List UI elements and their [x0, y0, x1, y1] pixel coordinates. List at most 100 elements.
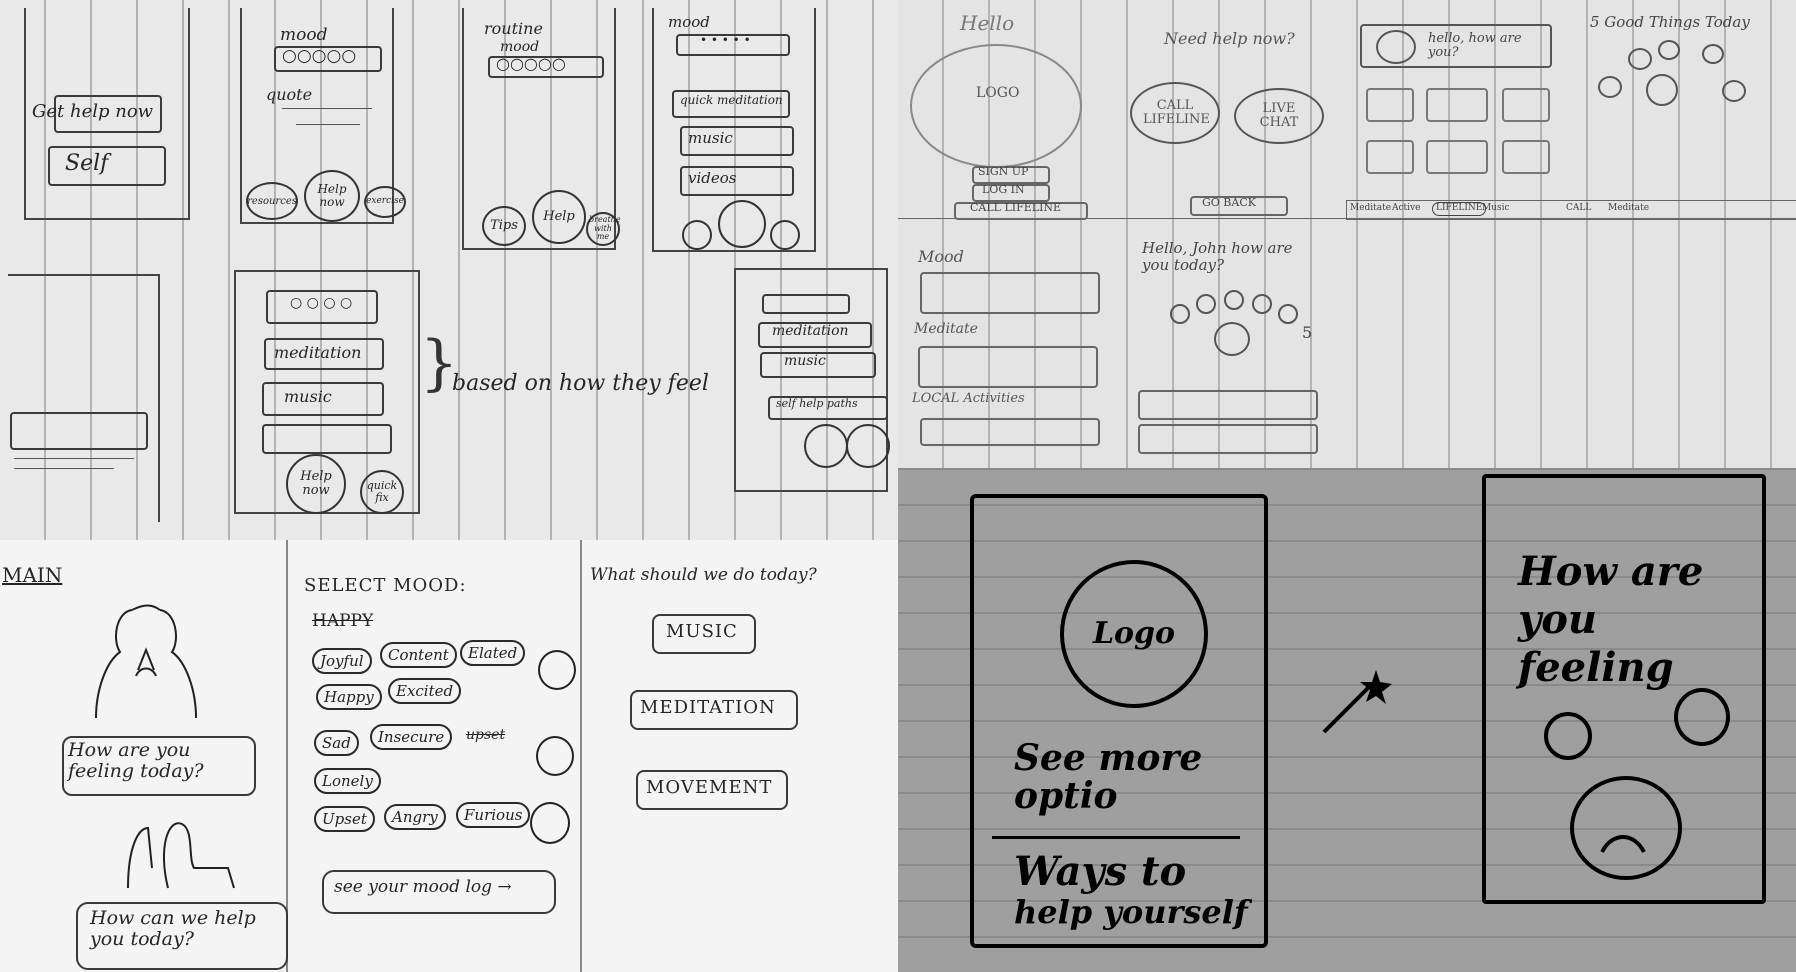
exercise-button[interactable]: exercise	[364, 186, 406, 218]
thought-bubble	[1722, 80, 1746, 102]
nav-circle-right[interactable]	[770, 220, 800, 250]
meditate-field[interactable]	[918, 346, 1098, 388]
happy-face-icon[interactable]	[1544, 712, 1592, 760]
tips-button[interactable]: Tips	[482, 206, 526, 246]
go-back-button[interactable]	[1190, 196, 1288, 216]
tile[interactable]	[1366, 88, 1414, 122]
local-activities-field[interactable]	[920, 418, 1100, 446]
sign-up-button[interactable]	[972, 166, 1050, 184]
tile[interactable]	[1502, 140, 1550, 174]
nav-circle-right[interactable]	[846, 424, 890, 468]
mood-bubble[interactable]	[1196, 294, 1216, 314]
nav-music[interactable]: Music	[1482, 203, 1510, 213]
help-button[interactable]: Help	[532, 190, 586, 244]
call-lifeline-circle[interactable]: CALL LIFELINE	[1130, 82, 1220, 144]
nav-meditate-2[interactable]: Meditate	[1608, 203, 1650, 213]
mood-log-button[interactable]	[322, 870, 556, 914]
quick-fix-button[interactable]: quick fix	[360, 470, 404, 514]
neutral-face-icon[interactable]	[1674, 688, 1730, 746]
greeting-card	[1360, 24, 1552, 68]
extra-button[interactable]	[262, 424, 392, 454]
local-activities-label: LOCAL Activities	[912, 391, 1025, 406]
nav-meditate[interactable]: Meditate	[1350, 203, 1392, 213]
mood-field[interactable]	[920, 272, 1100, 314]
how-feeling-bubble[interactable]	[62, 736, 256, 796]
meditation-option-label: MEDITATION	[640, 697, 776, 718]
help-now-button[interactable]: Help now	[286, 454, 346, 514]
breathe-button[interactable]: breathe with me	[586, 212, 621, 246]
videos-button[interactable]	[680, 166, 794, 196]
meditation-button[interactable]	[264, 338, 384, 370]
tile[interactable]	[1426, 88, 1488, 122]
create-button[interactable]	[10, 412, 148, 450]
music-button[interactable]	[760, 352, 876, 378]
mood-bubble[interactable]	[1224, 290, 1244, 310]
nav-circle-center[interactable]	[718, 200, 766, 248]
movement-option[interactable]	[636, 770, 788, 810]
quote-line	[296, 124, 360, 125]
nav-active[interactable]: Active	[1392, 203, 1421, 213]
logo-label: LOGO	[976, 85, 1020, 101]
quote-line	[282, 108, 372, 109]
tile[interactable]	[1366, 140, 1414, 174]
greeting-label: hello, how are you?	[1428, 31, 1522, 61]
self-button[interactable]	[48, 146, 166, 186]
nav-circle-left[interactable]	[804, 424, 848, 468]
phone-frame-left	[970, 494, 1268, 948]
movement-option-label: MOVEMENT	[646, 777, 773, 798]
mood-pill-sad[interactable]: Sad	[314, 730, 359, 756]
scribble-line	[14, 468, 114, 469]
mood-pill-upset[interactable]: Upset	[314, 806, 375, 832]
main-title: MAIN	[2, 563, 63, 587]
mood-selector[interactable]	[274, 46, 382, 72]
input-field[interactable]	[1138, 390, 1318, 420]
mood-selector[interactable]	[488, 56, 604, 78]
help-now-button[interactable]: Help now	[304, 170, 360, 222]
wireframe-card-5	[8, 274, 160, 522]
log-in-label: LOG IN	[982, 183, 1025, 196]
mood-bubble[interactable]	[1252, 294, 1272, 314]
videos-label: videos	[688, 169, 737, 187]
mood-pill-excited[interactable]: Excited	[388, 678, 462, 704]
how-help-bubble[interactable]	[76, 902, 288, 970]
mood-label: mood	[668, 13, 710, 31]
mood-pill-insecure[interactable]: Insecure	[370, 724, 453, 750]
mood-pill-joyful[interactable]: Joyful	[312, 648, 372, 674]
hello-john-title: Hello, John how are you today?	[1142, 239, 1293, 274]
nav-call[interactable]: CALL	[1566, 203, 1592, 213]
mood-pill-lonely[interactable]: Lonely	[314, 768, 381, 794]
music-button[interactable]	[680, 126, 794, 156]
log-in-button[interactable]	[972, 184, 1050, 202]
mood-pill-furious[interactable]: Furious	[456, 802, 531, 828]
scribble-line	[14, 458, 134, 459]
music-button[interactable]	[262, 382, 384, 416]
quick-meditation-button[interactable]	[672, 90, 790, 118]
mood-pill-elated[interactable]: Elated	[460, 640, 526, 666]
get-help-button[interactable]	[54, 95, 162, 133]
mood-selector[interactable]	[266, 290, 378, 324]
live-chat-circle[interactable]: LIVE CHAT	[1234, 88, 1324, 144]
thought-bubble	[1702, 44, 1724, 64]
self-help-button[interactable]	[768, 396, 888, 420]
mood-bubble[interactable]	[1278, 304, 1298, 324]
meditation-option[interactable]	[630, 690, 798, 730]
how-are-you-label: How are you feeling	[1518, 548, 1704, 691]
tile[interactable]	[1426, 140, 1488, 174]
input-field[interactable]	[1138, 424, 1318, 454]
mood-selector[interactable]	[676, 34, 790, 56]
routine-label: routine	[484, 19, 543, 38]
meditation-button[interactable]	[758, 322, 872, 348]
mood-pill-angry[interactable]: Angry	[384, 804, 446, 830]
wireframe-card-4	[652, 8, 816, 252]
sad-face-icon[interactable]	[1570, 776, 1682, 880]
call-lifeline-button[interactable]	[954, 202, 1088, 220]
mood-pill-happy[interactable]: Happy	[316, 684, 382, 710]
nav-circle-left[interactable]	[682, 220, 712, 250]
nav-lifeline[interactable]: LIFELINE	[1432, 202, 1487, 216]
mood-pill-content[interactable]: Content	[380, 642, 457, 668]
hello-title: Hello	[960, 11, 1015, 35]
resources-button[interactable]: resources	[246, 182, 298, 220]
tile[interactable]	[1502, 88, 1550, 122]
music-option[interactable]	[652, 614, 756, 654]
mood-bubble[interactable]	[1170, 304, 1190, 324]
